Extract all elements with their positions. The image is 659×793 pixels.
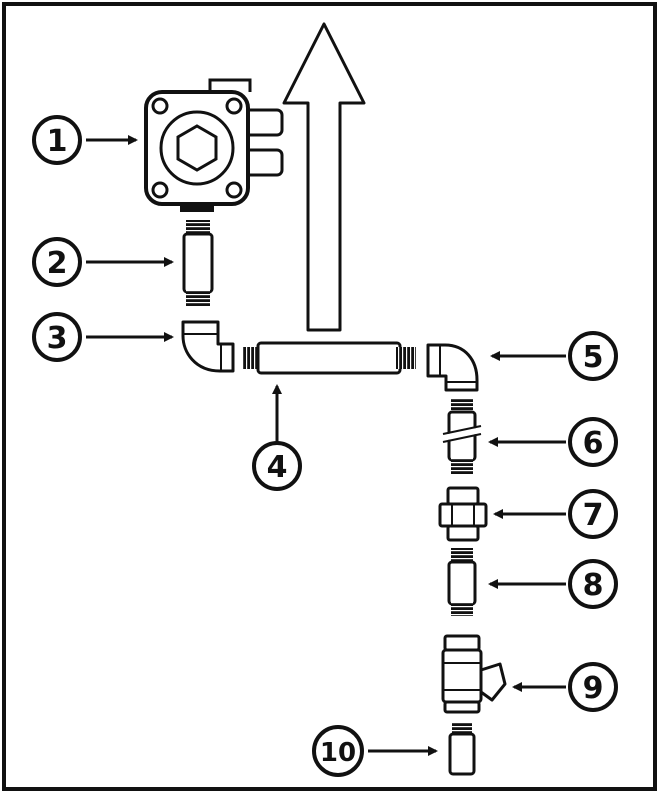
callout-6: 6 (568, 417, 618, 467)
callout-4: 4 (252, 441, 302, 491)
callout-label: 4 (267, 450, 288, 485)
callout-label: 10 (320, 738, 356, 768)
callout-label: 2 (47, 246, 68, 281)
pipe-nipple-6 (442, 398, 482, 474)
callout-5: 5 (568, 331, 618, 381)
union-fitting-7 (438, 486, 488, 542)
horizontal-pipe-4 (243, 341, 416, 375)
callout-label: 3 (47, 321, 68, 356)
shutoff-valve-9 (441, 634, 507, 714)
callout-2: 2 (32, 237, 82, 287)
flow-direction-arrow (282, 22, 366, 332)
callout-9: 9 (568, 662, 618, 712)
pipe-nipple-10 (448, 722, 476, 776)
callout-label: 1 (47, 124, 68, 159)
callout-label: 9 (583, 671, 604, 706)
pipe-nipple-8 (447, 548, 477, 616)
callout-10: 10 (312, 725, 364, 777)
leader-arrows (86, 135, 566, 756)
callout-1: 1 (32, 115, 82, 165)
callout-label: 5 (583, 340, 604, 375)
callout-3: 3 (32, 312, 82, 362)
elbow-fitting-3 (181, 320, 235, 373)
callout-7: 7 (568, 489, 618, 539)
pump-body (144, 78, 284, 212)
pipe-nipple-2 (182, 220, 214, 306)
callout-label: 8 (583, 568, 604, 603)
callout-8: 8 (568, 559, 618, 609)
callout-label: 7 (583, 498, 604, 533)
callout-label: 6 (583, 426, 604, 461)
elbow-fitting-5 (426, 343, 479, 392)
